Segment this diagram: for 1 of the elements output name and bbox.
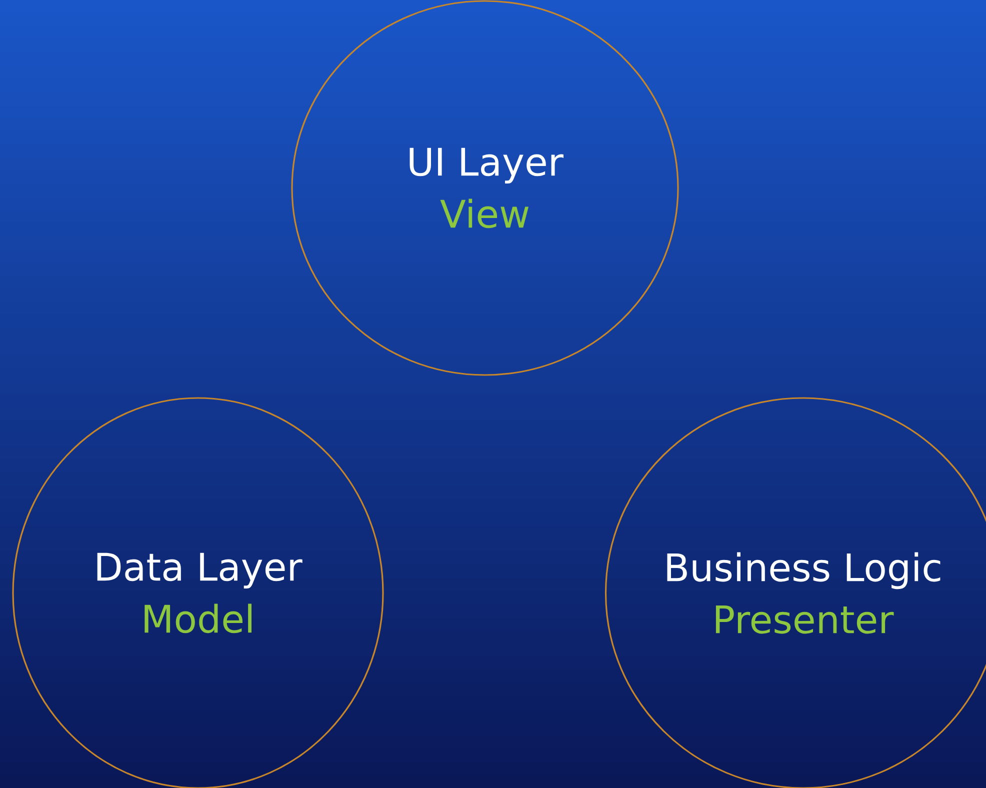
- circle-node: UI Layer View: [291, 0, 679, 376]
